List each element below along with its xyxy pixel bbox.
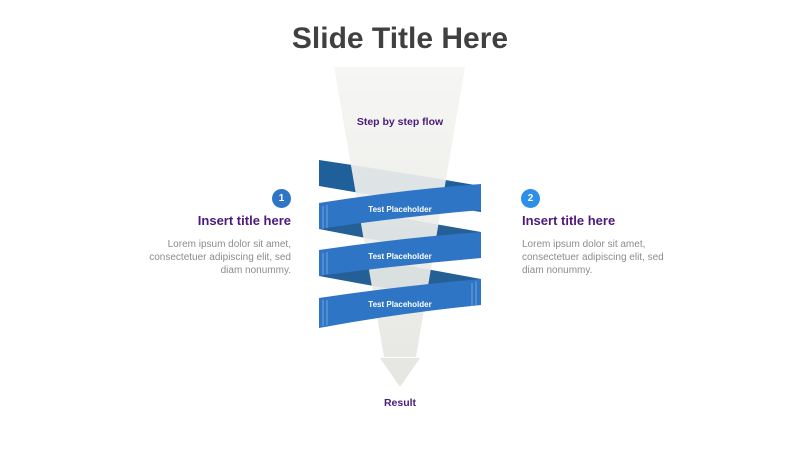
ribbon-label-2: Test Placeholder [368,252,432,261]
ribbon-highlights [322,205,477,326]
flow-top-label: Step by step flow [356,116,444,128]
left-panel-body: Lorem ipsum dolor sit amet, consectetuer… [149,239,291,276]
step-number-badge-2: 2 [521,189,540,208]
slide-title: Slide Title Here [291,22,509,55]
left-panel-title: Insert title here [197,213,291,228]
ribbon-label-3: Test Placeholder [368,300,432,309]
right-panel-title: Insert title here [522,213,616,228]
step-number-badge-1: 1 [272,189,291,208]
right-panel-body: Lorem ipsum dolor sit amet, consectetuer… [522,239,664,276]
result-label: Result [383,397,417,409]
result-arrow [380,358,420,387]
ribbon-front-1 [319,184,481,229]
ribbon-front-3 [319,279,481,328]
ribbon-label-1: Test Placeholder [368,205,432,214]
ribbon-front-2 [319,232,481,276]
